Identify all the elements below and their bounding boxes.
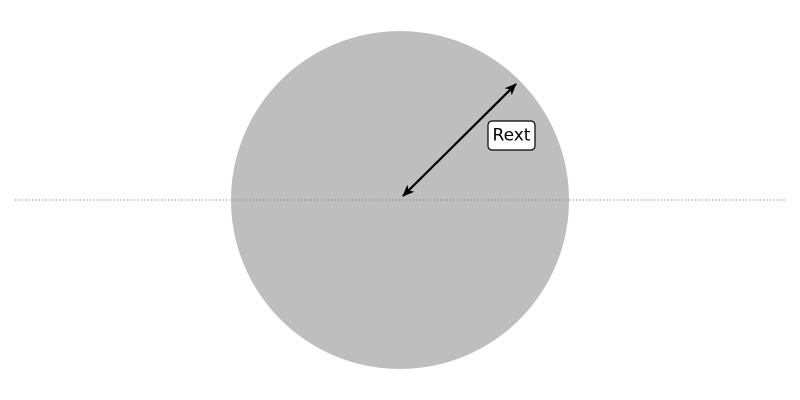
radius-label: Rext bbox=[493, 126, 531, 146]
radius-arrow bbox=[402, 83, 517, 197]
radius-label-border bbox=[487, 120, 536, 151]
radius-label-box: Rext bbox=[487, 120, 536, 151]
